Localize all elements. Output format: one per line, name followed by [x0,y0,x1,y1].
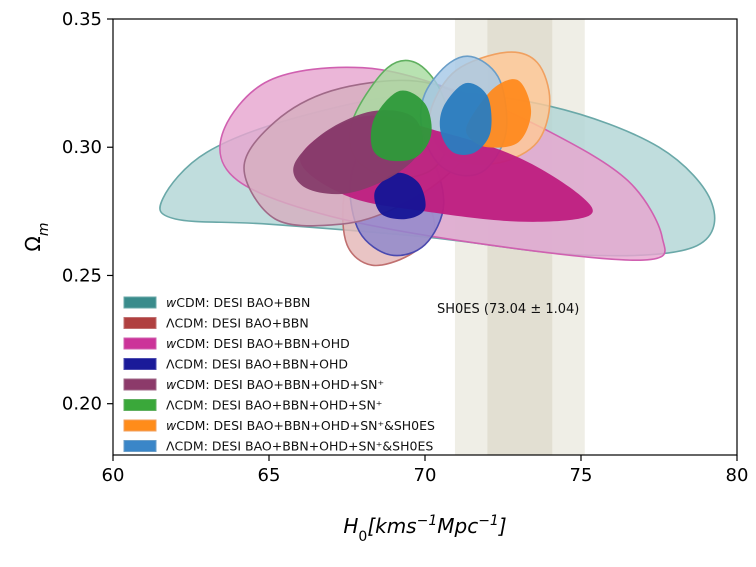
y-tick-label: 0.35 [62,9,102,30]
legend-swatch-6 [123,419,157,432]
y-tick-label: 0.20 [62,394,102,415]
legend-swatch-7 [123,440,157,452]
legend-swatch-4 [123,378,157,391]
legend-label-7: ΛCDM: DESI BAO+BBN+OHD+SN⁺&SH0ES [166,439,433,454]
x-axis-label: H0[kms−1Mpc−1] [343,513,506,545]
y-tick-label: 0.30 [62,137,102,158]
legend-label-6: wCDM: DESI BAO+BBN+OHD+SN⁺&SH0ES [166,418,435,433]
x-tick-label: 80 [726,465,749,486]
legend-label-0: wCDM: DESI BAO+BBN [166,295,310,310]
axes: 60 65 70 75 80 0.20 0.25 0.30 0.35 [62,9,749,486]
legend-label-3: ΛCDM: DESI BAO+BBN+OHD [166,357,348,372]
legend-label-5: ΛCDM: DESI BAO+BBN+OHD+SN⁺ [166,398,382,413]
legend-swatch-1 [123,317,157,329]
x-tick-label: 75 [570,465,593,486]
y-axis-label: Ωm [21,223,52,252]
legend-label-2: wCDM: DESI BAO+BBN+OHD [166,336,350,351]
legend-swatch-0 [123,296,157,309]
legend-swatch-3 [123,358,157,370]
contour-inner-5 [370,90,432,162]
legend-swatch-5 [123,399,157,411]
plot-area [159,19,716,455]
y-tick-label: 0.25 [62,265,102,286]
legend-label-4: wCDM: DESI BAO+BBN+OHD+SN⁺ [166,377,384,392]
legend-swatch-2 [123,337,157,350]
contour-inner-3 [374,172,426,220]
sh0es-band-label: SH0ES (73.04 ± 1.04) [437,302,579,317]
legend: wCDM: DESI BAO+BBN ΛCDM: DESI BAO+BBN wCDM… [123,295,435,454]
x-tick-label: 60 [102,465,125,486]
contour-inner-7 [439,82,492,155]
legend-label-1: ΛCDM: DESI BAO+BBN [166,316,309,331]
x-tick-label: 70 [414,465,437,486]
x-tick-label: 65 [258,465,281,486]
annotations: SH0ES (73.04 ± 1.04) [437,302,579,317]
